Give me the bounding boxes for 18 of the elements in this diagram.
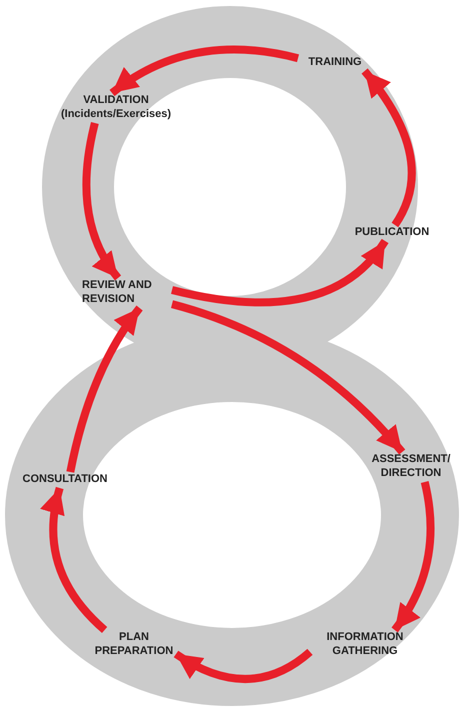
arrow (174, 648, 312, 683)
stage-label: ASSESSMENT/ DIRECTION (370, 452, 452, 480)
arrow (82, 122, 122, 280)
arrow (361, 68, 416, 228)
arrow (66, 306, 143, 473)
arrow (391, 481, 434, 632)
stage-label: PLAN PREPARATION (94, 630, 174, 658)
arrow (110, 46, 299, 96)
stage-label: TRAINING (308, 55, 362, 69)
stage-label: INFORMATION GATHERING (326, 630, 404, 658)
arrow (170, 300, 406, 455)
stage-label: CONSULTATION (22, 472, 108, 486)
stage-label: REVIEW AND REVISION (82, 278, 153, 306)
arrow (171, 238, 388, 306)
stage-label: (Incidents/Exercises) (60, 107, 172, 121)
stage-label: VALIDATION (83, 93, 149, 107)
stage-label: PUBLICATION (354, 225, 430, 239)
arrow (40, 487, 108, 633)
